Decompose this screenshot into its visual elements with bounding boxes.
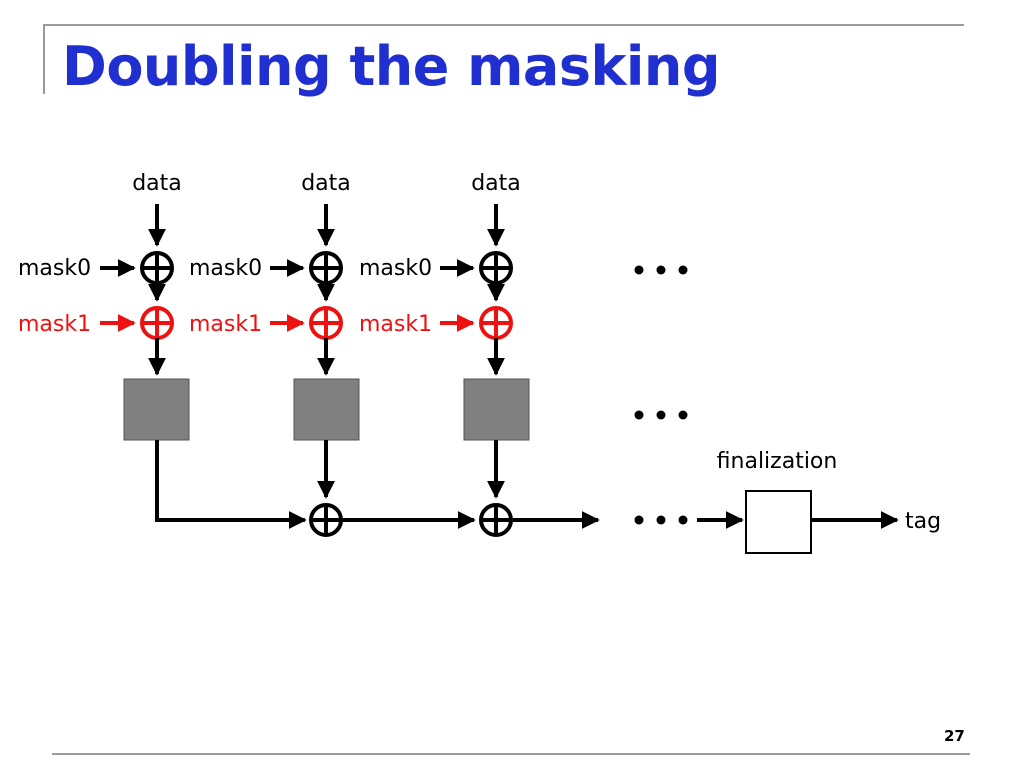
mask1-label: mask1 [359, 312, 432, 337]
mask0-label: mask0 [18, 256, 91, 281]
slide-frame-bottom-rule [52, 753, 970, 755]
xor-icon [479, 306, 513, 340]
xor-icon [140, 251, 174, 285]
column-1: data mask0 mask1 [18, 171, 307, 529]
xor-icon [140, 306, 174, 340]
chain-arrow [155, 440, 307, 529]
column-3: data mask0 mask1 [359, 171, 600, 537]
mask1-label: mask1 [18, 312, 91, 337]
finalization-stage: finalization tag [697, 449, 941, 554]
xor-icon [479, 503, 513, 537]
xor-icon [309, 306, 343, 340]
xor-icon [309, 503, 343, 537]
xor-icon [309, 251, 343, 285]
page-number: 27 [944, 727, 965, 745]
data-label: data [301, 171, 351, 196]
slide-frame-top-rule [43, 24, 964, 26]
block-cipher-box [463, 378, 530, 441]
ellipsis-row-chain [634, 515, 688, 525]
tag-label: tag [905, 509, 941, 534]
mask0-label: mask0 [189, 256, 262, 281]
ellipsis-row-blocks [634, 410, 688, 420]
slide-title: Doubling the masking [62, 35, 721, 98]
xor-icon [479, 251, 513, 285]
data-label: data [132, 171, 182, 196]
finalization-label: finalization [717, 449, 838, 474]
block-cipher-box [123, 378, 190, 441]
data-label: data [471, 171, 521, 196]
block-cipher-box [293, 378, 360, 441]
mask0-label: mask0 [359, 256, 432, 281]
finalization-box [745, 490, 812, 554]
slide-frame-left-rule [43, 24, 45, 94]
ellipsis-row-masks [634, 265, 688, 275]
column-2: data mask0 mask1 [189, 171, 476, 537]
mask1-label: mask1 [189, 312, 262, 337]
